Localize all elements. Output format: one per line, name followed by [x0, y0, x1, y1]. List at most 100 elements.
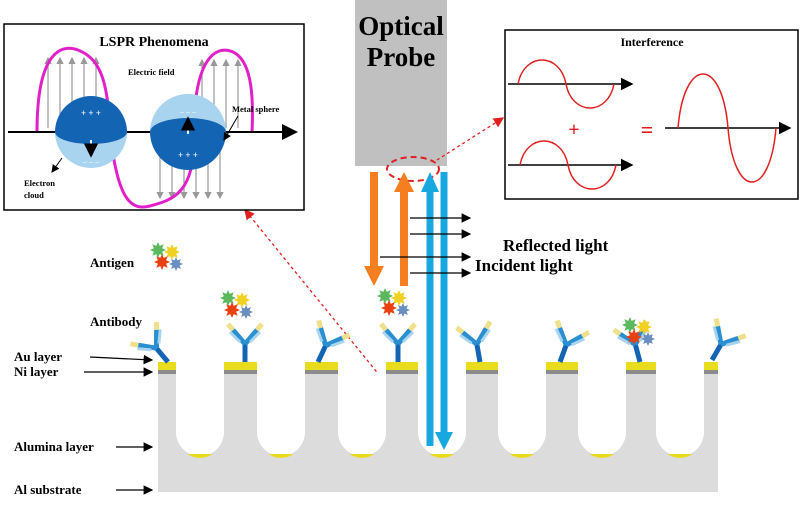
- au-cap: [305, 362, 338, 370]
- antibody: [379, 322, 417, 362]
- antibody: [554, 319, 591, 363]
- probe-label-line1: Optical: [358, 11, 444, 41]
- sphere-rim-left: [55, 120, 127, 144]
- al-substrate-label: Al substrate: [14, 482, 82, 497]
- au-layer-label: Au layer: [14, 349, 62, 364]
- au-cap: [386, 362, 418, 370]
- pore-bottom-gold: [510, 454, 534, 458]
- electron-cloud-pointer: [51, 157, 63, 173]
- antigen-label: Antigen: [90, 255, 135, 270]
- metal-sphere-label: Metal sphere: [232, 104, 280, 114]
- au-cap: [704, 362, 718, 370]
- ni-cap: [305, 370, 338, 374]
- sensor-substrate: [158, 362, 718, 492]
- charge-minus-right: – – –: [179, 107, 197, 116]
- ni-cap: [626, 370, 656, 374]
- antigen-particle: [234, 292, 250, 308]
- metal-sphere-right: – – – + + +: [150, 94, 226, 170]
- pore-bottom-gold: [430, 454, 454, 458]
- orange-beam-down-head: [364, 266, 384, 286]
- incident-light-label: Incident light: [475, 256, 573, 275]
- electric-field-curve: [35, 46, 254, 209]
- pore: [338, 372, 386, 456]
- ni-cap: [546, 370, 578, 374]
- antigen-particle: [396, 303, 410, 317]
- reflected-light-label: Reflected light: [503, 236, 609, 255]
- pore-gold: [188, 454, 692, 458]
- lspr-panel: LSPR Phenomena + + + – – – – – – + + + E…: [3, 23, 305, 211]
- pore-bottom-gold: [668, 454, 692, 458]
- optical-probe: Optical Probe: [355, 0, 447, 182]
- interference-equals-sign: =: [641, 117, 654, 142]
- antibody: [709, 318, 747, 362]
- ni-layer-label: Ni layer: [14, 364, 59, 379]
- electric-field-label: Electric field: [128, 67, 175, 77]
- metal-sphere-pointer: [223, 115, 239, 141]
- antigen-particle: [377, 288, 393, 304]
- charge-minus-left: – – –: [82, 157, 100, 166]
- cloud-label: cloud: [24, 190, 44, 200]
- antigen-particle: [626, 329, 642, 345]
- ni-cap: [158, 370, 176, 374]
- lspr-title: LSPR Phenomena: [99, 35, 208, 50]
- pore-bottom-gold: [188, 454, 212, 458]
- antigen-particle: [164, 244, 180, 260]
- probe-label-line2: Probe: [367, 42, 436, 72]
- au-cap: [626, 362, 656, 370]
- antigen-particle: [224, 302, 240, 318]
- metal-sphere-left: + + + – – –: [55, 96, 127, 168]
- au-cap: [224, 362, 257, 370]
- antibody: [226, 322, 264, 362]
- ni-cap: [224, 370, 257, 374]
- antibody: [130, 321, 170, 364]
- charge-plus-right: + + +: [178, 150, 198, 160]
- wave2-sine: [519, 140, 617, 190]
- au-cap: [158, 362, 176, 370]
- cyan-beam-up-head: [421, 172, 439, 192]
- antigen-particle: [220, 290, 236, 306]
- orange-beam-up-head: [394, 172, 414, 192]
- interference-plus-sign: +: [568, 119, 579, 141]
- charge-plus-left: + + +: [81, 108, 101, 118]
- antibody: [315, 319, 351, 364]
- antigen-particle: [622, 317, 638, 333]
- result-sine: [677, 73, 777, 183]
- pore: [498, 372, 546, 456]
- ni-cap: [704, 370, 718, 374]
- connector-to-interference: [436, 117, 505, 161]
- interference-box: [504, 29, 799, 200]
- au-layer-pointer: [89, 354, 154, 365]
- au-cap: [466, 362, 498, 370]
- antigen-particle: [641, 332, 655, 346]
- au-cap: [546, 362, 578, 370]
- cyan-beam-down-head: [435, 432, 453, 450]
- pore: [656, 372, 704, 456]
- probe-focus-ellipse: [386, 156, 440, 182]
- ni-cap: [386, 370, 418, 374]
- pore: [257, 372, 305, 456]
- light-beams: [364, 172, 472, 450]
- antibody-label: Antibody: [90, 314, 143, 329]
- interference-title: Interference: [620, 35, 684, 49]
- pore-bottom-gold: [269, 454, 293, 458]
- antigens: [150, 242, 655, 346]
- antigen-particle: [239, 305, 253, 319]
- pore-bottom-gold: [590, 454, 614, 458]
- pore: [176, 372, 224, 456]
- layer-labels: Antigen Antibody Au layer Ni layer Alumi…: [14, 255, 154, 497]
- wave1-sine: [517, 59, 615, 109]
- antigen-particle: [381, 300, 397, 316]
- antigen-particle: [169, 257, 183, 271]
- antibody: [455, 320, 493, 363]
- electron-label: Electron: [24, 178, 55, 188]
- ni-cap: [466, 370, 498, 374]
- pore-bottom-gold: [350, 454, 374, 458]
- caps: [158, 362, 718, 374]
- antigen-particle: [636, 319, 652, 335]
- interference-panel: Interference + =: [504, 29, 799, 200]
- alumina-layer-label: Alumina layer: [14, 439, 94, 454]
- antigen-particle: [154, 254, 170, 270]
- antigen-particle: [150, 242, 166, 258]
